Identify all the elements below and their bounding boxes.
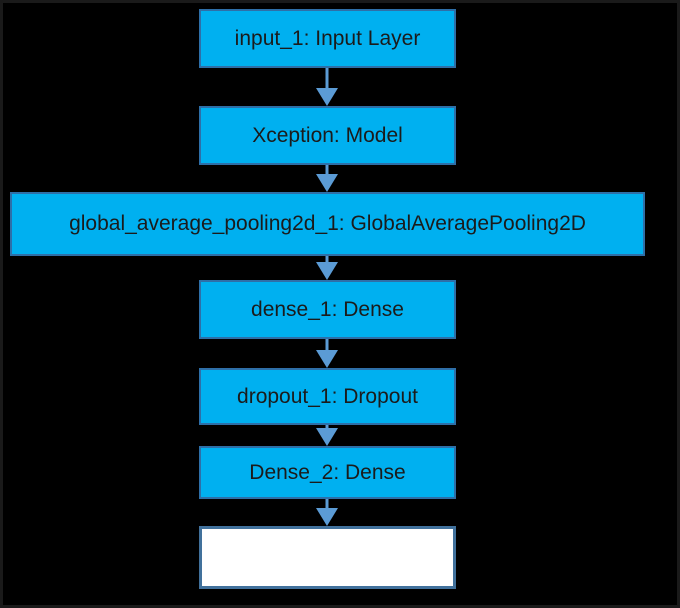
- layer-dropout: dropout_1: Dropout: [199, 368, 456, 425]
- layer-input-label: input_1: Input Layer: [234, 26, 421, 50]
- layer-dense-1-label: dense_1: Dense: [251, 297, 404, 321]
- layer-dense-2: Dense_2: Dense: [199, 446, 456, 499]
- arrow-pooling-to-dense1: [316, 255, 338, 280]
- layer-dropout-label: dropout_1: Dropout: [237, 384, 418, 408]
- layer-dense-1: dense_1: Dense: [199, 280, 456, 339]
- layer-xception: Xception: Model: [199, 106, 456, 165]
- layer-global-average-pooling-label: global_average_pooling2d_1: GlobalAverag…: [69, 212, 586, 235]
- arrow-dense2-to-output: [316, 498, 338, 526]
- layer-input: input_1: Input Layer: [199, 9, 456, 68]
- arrow-dropout-to-dense2: [316, 424, 338, 446]
- arrow-input-to-xception: [316, 67, 338, 106]
- arrow-xception-to-pooling: [316, 164, 338, 192]
- layer-xception-label: Xception: Model: [252, 123, 403, 147]
- layer-output-empty: [199, 526, 456, 589]
- layer-dense-2-label: Dense_2: Dense: [249, 460, 406, 484]
- arrow-dense1-to-dropout: [316, 338, 338, 368]
- layer-global-average-pooling: global_average_pooling2d_1: GlobalAverag…: [10, 192, 645, 256]
